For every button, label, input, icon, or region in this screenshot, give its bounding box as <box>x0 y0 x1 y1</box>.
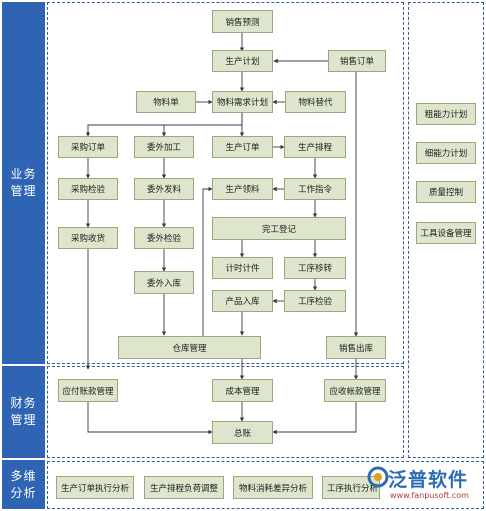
node-analysis-1: 生产订单执行分析 <box>56 476 134 499</box>
node-analysis-4: 工序执行分析 <box>322 476 380 499</box>
brand-logo-url: www.fanpusoft.com <box>390 491 469 500</box>
region-business <box>47 2 404 364</box>
node-product-stockin: 产品入库 <box>212 290 273 312</box>
node-quality-control: 质量控制 <box>416 181 476 203</box>
node-sales-order: 销售订单 <box>328 50 386 72</box>
node-material-list: 物料单 <box>136 91 196 113</box>
node-production-schedule: 生产排程 <box>284 136 346 158</box>
node-completion-register: 完工登记 <box>212 217 346 240</box>
node-process-inspect: 工序检验 <box>284 290 346 312</box>
node-production-order: 生产订单 <box>212 136 273 158</box>
section-analysis: 多维分析 <box>2 460 45 509</box>
brand-logo-name: 泛普软件 <box>388 469 469 491</box>
section-finance-label: 财务管理 <box>10 396 37 427</box>
node-fine-capacity: 细能力计划 <box>416 142 476 164</box>
node-material-substitute: 物料替代 <box>285 91 346 113</box>
region-analysis <box>47 461 484 509</box>
node-outsource-inspect: 委外检验 <box>134 227 194 249</box>
node-outsource-stockin: 委外入库 <box>134 271 194 294</box>
node-purchase-inspect: 采购检验 <box>58 178 118 200</box>
node-process-transfer: 工序移转 <box>284 257 346 279</box>
node-purchase-order: 采购订单 <box>58 136 118 158</box>
region-finance <box>47 366 404 458</box>
node-receivable-mgmt: 应收帐款管理 <box>324 379 386 402</box>
node-rough-capacity: 粗能力计划 <box>416 103 476 125</box>
node-piecework: 计时计件 <box>212 257 273 279</box>
node-mrp: 物料需求计划 <box>212 91 273 113</box>
brand-logo-icon <box>367 466 389 488</box>
node-work-instruction: 工作指令 <box>284 178 346 200</box>
node-purchase-receive: 采购收货 <box>58 227 118 249</box>
region-capacity <box>408 2 484 458</box>
node-outsource-process: 委外加工 <box>134 136 194 158</box>
node-production-plan: 生产计划 <box>212 50 273 72</box>
node-sales-forecast: 销售预测 <box>212 10 273 33</box>
node-production-picking: 生产领料 <box>212 178 273 200</box>
section-business: 业务管理 <box>2 2 45 364</box>
node-general-ledger: 总账 <box>212 421 273 444</box>
node-cost-mgmt: 成本管理 <box>212 379 273 402</box>
node-payable-mgmt: 应付账款管理 <box>58 379 118 402</box>
node-sales-outbound: 销售出库 <box>326 336 386 359</box>
node-warehouse-mgmt: 仓库管理 <box>118 336 261 359</box>
node-tooling-mgmt: 工具设备管理 <box>416 222 476 244</box>
section-analysis-label: 多维分析 <box>10 468 37 500</box>
node-analysis-3: 物料消耗差异分析 <box>233 476 313 499</box>
node-outsource-issue: 委外发料 <box>134 178 194 200</box>
section-business-label: 业务管理 <box>10 167 37 198</box>
node-analysis-2: 生产排程负荷调整 <box>144 476 224 499</box>
section-finance: 财务管理 <box>2 366 45 458</box>
